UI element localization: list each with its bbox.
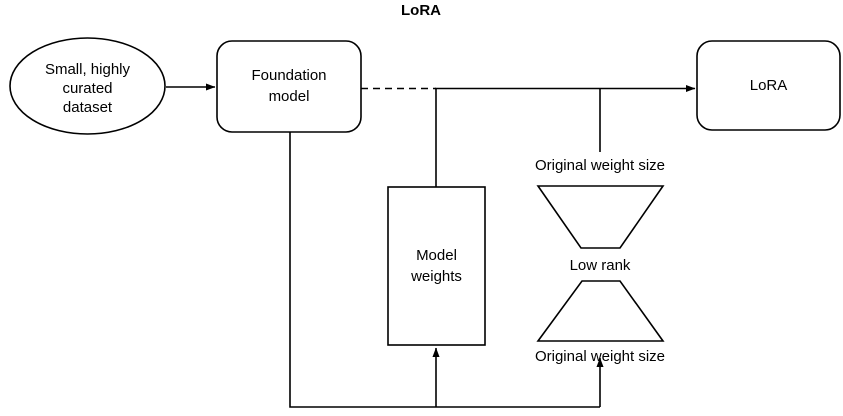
node-foundation-model-box[interactable] bbox=[216, 40, 362, 133]
node-dataset-ellipse[interactable] bbox=[9, 37, 166, 135]
edge-foundation-model-feedback-bus bbox=[289, 132, 600, 408]
label-original-weight-size-top: Original weight size bbox=[535, 157, 665, 174]
node-foundation-model-label-line2: model bbox=[269, 88, 310, 105]
node-dataset-label-line2: curated bbox=[62, 80, 112, 97]
label-original-weight-size-bottom: Original weight size bbox=[535, 348, 665, 365]
node-dataset-label-line3: dataset bbox=[63, 99, 113, 116]
node-dataset-label-line1: Small, highly bbox=[45, 61, 131, 78]
node-lora-label: LoRA bbox=[750, 77, 788, 94]
node-bottom-trapezoid[interactable] bbox=[536, 280, 665, 342]
node-model-weights-label-line1: Model bbox=[416, 247, 457, 264]
node-model-weights-label-line2: weights bbox=[410, 268, 462, 285]
node-lora-box[interactable] bbox=[696, 40, 841, 131]
diagram-title: LoRA bbox=[401, 2, 441, 19]
node-top-trapezoid[interactable] bbox=[536, 185, 665, 249]
node-foundation-model-label-line1: Foundation bbox=[251, 67, 326, 84]
node-model-weights-box[interactable] bbox=[387, 186, 486, 346]
label-low-rank: Low rank bbox=[570, 257, 631, 274]
